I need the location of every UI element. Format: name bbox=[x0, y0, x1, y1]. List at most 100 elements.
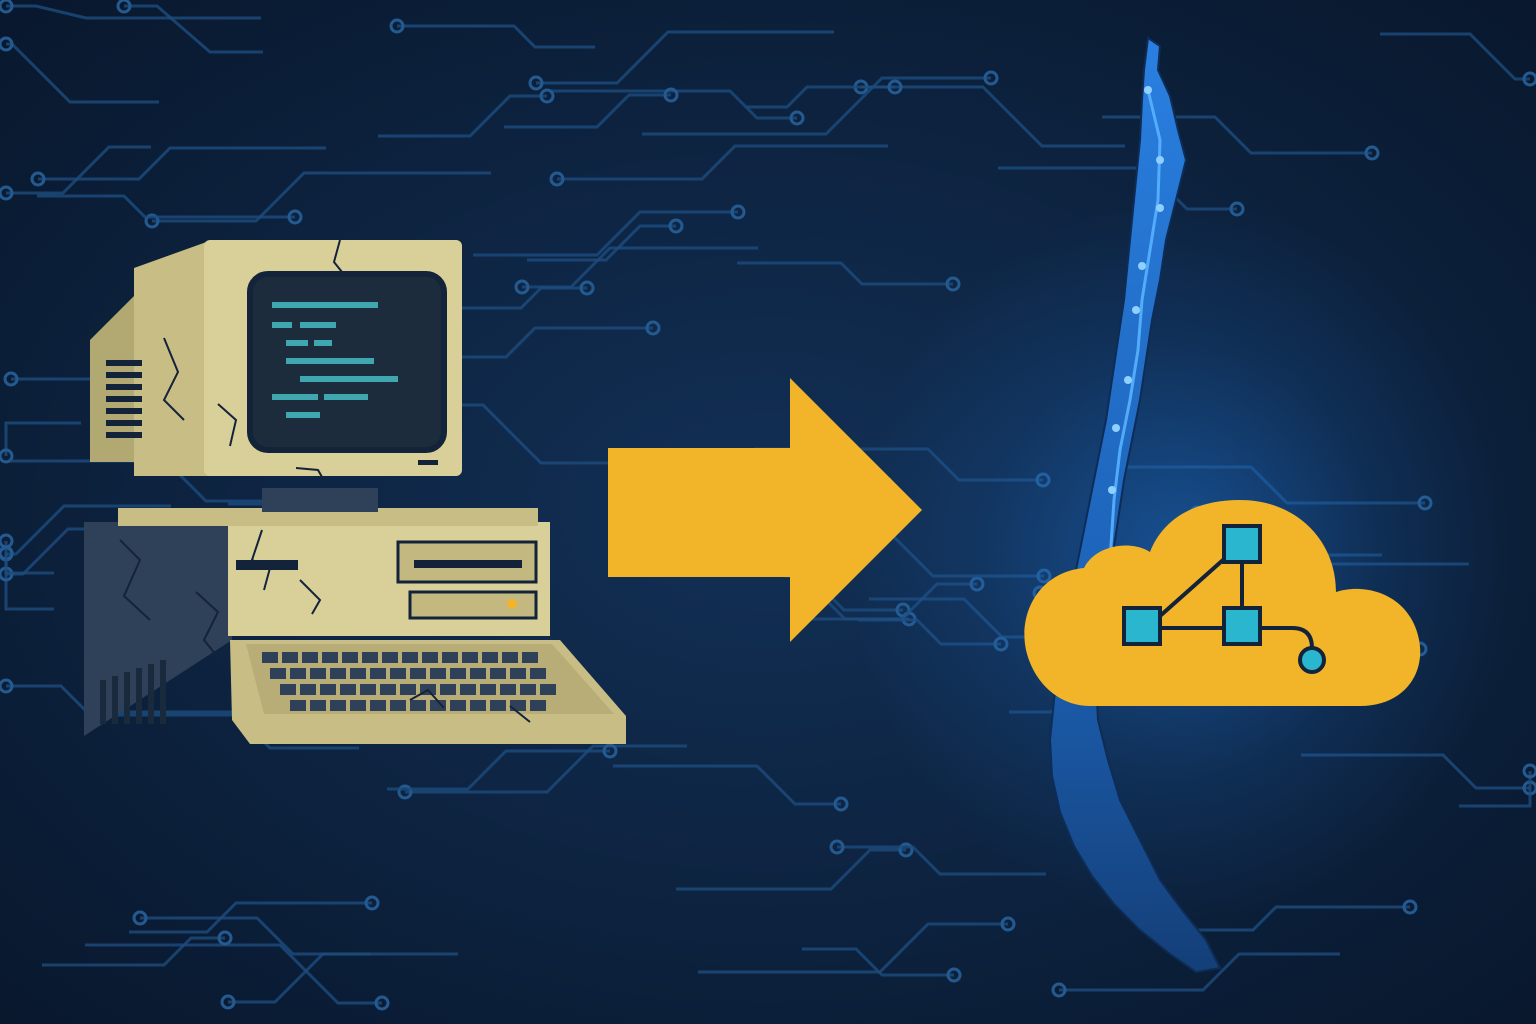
circuit-trace bbox=[124, 4, 263, 54]
circuit-node bbox=[287, 209, 303, 225]
circuit-trace bbox=[397, 24, 595, 49]
circuit-trace bbox=[837, 845, 1046, 876]
circuit-node bbox=[144, 213, 160, 229]
circuit-trace bbox=[642, 76, 991, 136]
keyboard-key bbox=[330, 668, 346, 679]
drive-slot bbox=[414, 560, 522, 568]
map-node bbox=[1108, 486, 1116, 494]
keyboard-key bbox=[530, 668, 546, 679]
keyboard-key bbox=[502, 652, 518, 663]
keyboard-key bbox=[282, 652, 298, 663]
map-node bbox=[1124, 376, 1132, 384]
circuit-trace bbox=[737, 261, 953, 286]
arrow-right-icon bbox=[608, 378, 922, 642]
circuit-node bbox=[898, 842, 914, 858]
circuit-trace bbox=[405, 744, 687, 794]
circuit-node bbox=[0, 448, 14, 464]
network-link bbox=[1158, 550, 1234, 618]
circuit-node bbox=[983, 70, 999, 86]
keyboard-key bbox=[482, 652, 498, 663]
map-node bbox=[1144, 86, 1152, 94]
keyboard-key bbox=[290, 668, 306, 679]
circuit-node bbox=[132, 910, 148, 926]
circuit-node bbox=[833, 796, 849, 812]
keyboard-key bbox=[350, 700, 366, 711]
keyboard-key bbox=[390, 668, 406, 679]
keyboard-key bbox=[310, 668, 326, 679]
circuit-trace bbox=[504, 93, 671, 129]
keyboard-key bbox=[270, 668, 286, 679]
circuit-node bbox=[539, 88, 555, 104]
circuit-node bbox=[887, 79, 903, 95]
circuit-node bbox=[374, 995, 390, 1011]
circuit-trace bbox=[6, 145, 151, 195]
circuit-trace bbox=[557, 144, 888, 181]
circuit-trace bbox=[1459, 771, 1532, 808]
power-led bbox=[507, 599, 517, 609]
monitor-stand bbox=[262, 488, 378, 512]
keyboard-key bbox=[410, 700, 426, 711]
keyboard-key bbox=[540, 684, 556, 695]
circuit-node bbox=[730, 204, 746, 220]
circuit-trace bbox=[527, 224, 676, 262]
circuit-trace bbox=[676, 848, 906, 891]
keyboard-key bbox=[510, 668, 526, 679]
circuit-trace bbox=[1059, 952, 1340, 992]
circuit-node bbox=[1522, 71, 1536, 87]
circuit-trace bbox=[10, 459, 274, 503]
circuit-node bbox=[0, 533, 14, 549]
keyboard-key bbox=[360, 684, 376, 695]
keyboard-key bbox=[450, 700, 466, 711]
network-endpoint bbox=[1298, 646, 1326, 674]
circuit-trace bbox=[37, 194, 295, 219]
keyboard-key bbox=[390, 700, 406, 711]
circuit-node bbox=[364, 895, 380, 911]
circuit-trace bbox=[6, 4, 261, 20]
circuit-trace bbox=[549, 89, 797, 120]
monitor-vents bbox=[106, 360, 142, 438]
circuit-node bbox=[549, 171, 565, 187]
keyboard-key bbox=[520, 684, 536, 695]
monitor-indicator bbox=[418, 460, 438, 465]
network-node bbox=[1122, 606, 1162, 646]
circuit-node bbox=[217, 930, 233, 946]
keyboard-key bbox=[400, 684, 416, 695]
map-node bbox=[1156, 204, 1164, 212]
keyboard-key bbox=[370, 668, 386, 679]
keyboard-key bbox=[530, 700, 546, 711]
cloud-icon bbox=[1024, 500, 1421, 706]
case-vents bbox=[100, 660, 166, 724]
keyboard-key bbox=[410, 668, 426, 679]
computer-case-side bbox=[84, 522, 232, 736]
circuit-node bbox=[30, 171, 46, 187]
keyboard-key bbox=[430, 668, 446, 679]
circuit-trace bbox=[473, 210, 738, 257]
keyboard-key bbox=[340, 684, 356, 695]
keyboard-key bbox=[342, 652, 358, 663]
keyboard-key bbox=[470, 668, 486, 679]
circuit-node bbox=[514, 279, 530, 295]
network-node bbox=[1222, 524, 1262, 564]
circuit-trace bbox=[378, 94, 547, 138]
circuit-trace bbox=[536, 30, 834, 85]
circuit-node bbox=[1522, 763, 1536, 779]
circuit-node bbox=[1000, 916, 1016, 932]
circuit-trace bbox=[861, 85, 1125, 148]
circuit-node bbox=[3, 371, 19, 387]
keyboard-key bbox=[480, 684, 496, 695]
keyboard-key bbox=[382, 652, 398, 663]
circuit-node bbox=[579, 280, 595, 296]
chile-map-shape bbox=[1048, 36, 1222, 974]
keyboard-key bbox=[302, 652, 318, 663]
keyboard-key bbox=[350, 668, 366, 679]
crack-marks bbox=[119, 239, 531, 723]
screen-text-lines bbox=[272, 302, 398, 418]
keyboard-key bbox=[370, 700, 386, 711]
circuit-trace bbox=[228, 952, 458, 1004]
circuit-node bbox=[389, 18, 405, 34]
keyboard-key bbox=[310, 700, 326, 711]
keyboard-key bbox=[362, 652, 378, 663]
computer-case-top bbox=[118, 508, 538, 526]
keyboard-key bbox=[500, 684, 516, 695]
